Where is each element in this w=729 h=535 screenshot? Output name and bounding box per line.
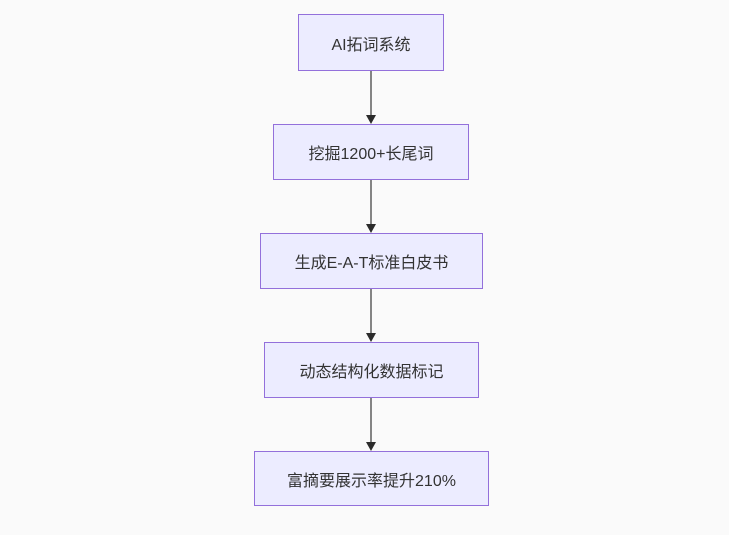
arrowhead-down-icon [366, 333, 376, 342]
flowchart-edge-4 [366, 398, 376, 451]
node-label: 富摘要展示率提升210% [287, 472, 456, 490]
arrowhead-down-icon [366, 224, 376, 233]
flowchart-node-ai-system: AI拓词系统 [298, 14, 444, 71]
arrow-line [370, 398, 372, 442]
arrow-line [370, 180, 372, 224]
arrowhead-down-icon [366, 115, 376, 124]
arrow-line [370, 289, 372, 333]
flowchart-node-rich-snippet-result: 富摘要展示率提升210% [254, 451, 489, 506]
flowchart-node-eat-whitepaper: 生成E-A-T标准白皮书 [260, 233, 483, 289]
node-label: 动态结构化数据标记 [299, 364, 444, 381]
arrow-line [370, 71, 372, 115]
arrowhead-down-icon [366, 442, 376, 451]
flowchart-edge-3 [366, 289, 376, 342]
node-label: 挖掘1200+长尾词 [308, 146, 434, 163]
flowchart-edge-1 [366, 71, 376, 124]
node-label: AI拓词系统 [331, 36, 411, 54]
flowchart-node-longtail-keywords: 挖掘1200+长尾词 [273, 124, 469, 180]
flowchart-node-structured-data: 动态结构化数据标记 [264, 342, 479, 398]
node-label: 生成E-A-T标准白皮书 [294, 255, 449, 272]
flowchart-edge-2 [366, 180, 376, 233]
